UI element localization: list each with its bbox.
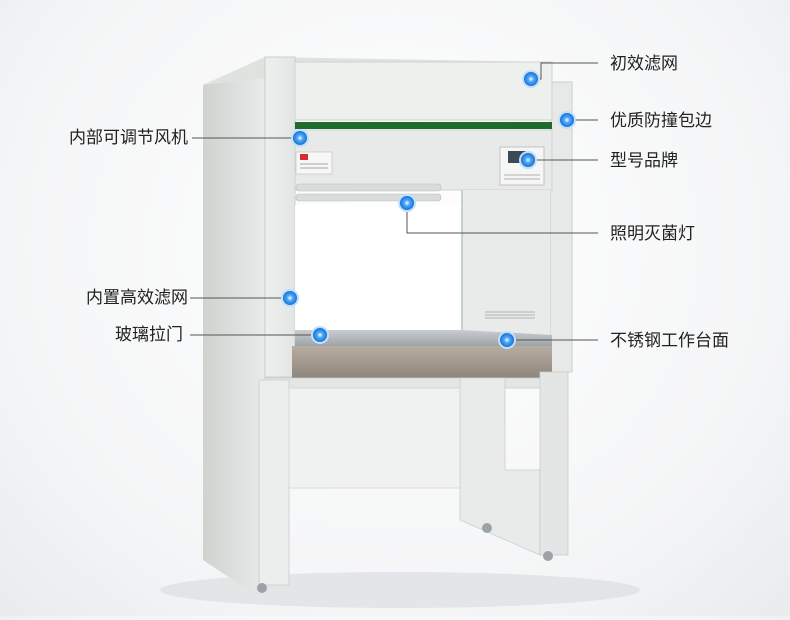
vent-slots <box>485 311 535 319</box>
dot-glass-door <box>311 326 329 344</box>
dot-primary-filter <box>522 70 540 88</box>
label-hepa-filter: 内置高效滤网 <box>86 288 188 308</box>
right-front-leg <box>539 371 569 556</box>
inner-right-wall <box>462 190 550 340</box>
lower-rail <box>264 377 556 389</box>
worktop-tray <box>292 346 552 378</box>
dot-hepa-filter <box>281 289 299 307</box>
left-leg-front <box>258 379 290 586</box>
label-worktop: 不锈钢工作台面 <box>610 331 729 351</box>
left-leg-side <box>203 380 265 588</box>
dot-edge-protection <box>558 111 576 129</box>
dot-model-plate <box>519 151 537 169</box>
label-model-plate: 型号品牌 <box>610 151 678 171</box>
dot-uv-lamp <box>398 194 416 212</box>
label-glass-door: 玻璃拉门 <box>115 325 183 345</box>
warning-sticker-mark <box>300 154 308 160</box>
dot-adjustable-fan <box>291 129 309 147</box>
label-primary-filter: 初效滤网 <box>610 54 678 74</box>
top-fascia <box>294 61 553 121</box>
left-front-pillar <box>264 56 296 378</box>
label-adjustable-fan: 内部可调节风机 <box>69 128 188 148</box>
cabinet-side-panel <box>203 57 265 395</box>
uv-lamp-tube-1 <box>295 183 442 192</box>
label-uv-lamp: 照明灭菌灯 <box>610 224 695 244</box>
right-rear-leg <box>459 377 541 556</box>
uv-lamp-tube-2 <box>295 193 442 202</box>
stainless-worktop <box>295 330 552 346</box>
work-chamber-opening <box>295 205 462 335</box>
dot-worktop <box>498 331 516 349</box>
label-edge-protection: 优质防撞包边 <box>610 111 712 131</box>
caster-wheels <box>257 523 553 593</box>
callout-dots <box>281 70 576 349</box>
green-strip <box>295 122 552 129</box>
